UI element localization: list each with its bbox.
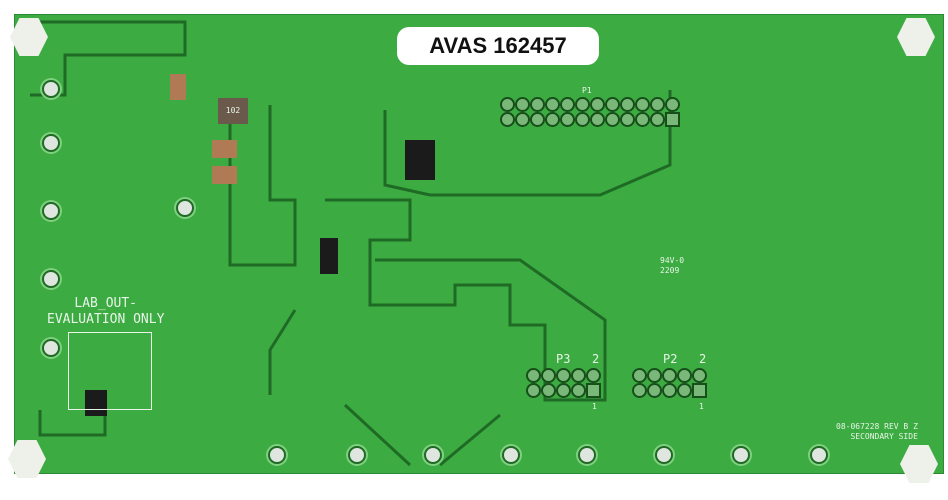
ul-mark: 94V-0 2209 [660,256,685,275]
capacitor [212,166,237,184]
header-pin [632,383,647,398]
mounting-hole [42,80,60,98]
header-pin [650,97,665,112]
mounting-hole [42,339,60,357]
inductor-label: 102 [225,106,241,115]
pcb-board [14,14,944,474]
header-pin [650,112,665,127]
p3-pin1-label: 1 [592,402,597,411]
p3-pin2-label: 2 [592,352,600,366]
header-pin [545,112,560,127]
header-pin [560,112,575,127]
header-pin [530,97,545,112]
header-pin [590,112,605,127]
standoff [8,440,46,478]
header-pin [632,368,647,383]
header-pin [635,112,650,127]
mounting-hole [42,270,60,288]
header-pin [662,383,677,398]
inductor: 102 [218,98,248,124]
board-id-text: 08-067228 REV B Z SECONDARY SIDE [836,422,918,441]
header-pin [571,368,586,383]
header-pin [590,97,605,112]
header-pin [575,112,590,127]
capacitor [170,74,186,100]
header-pin [515,112,530,127]
header-pin [571,383,586,398]
header-pin [620,112,635,127]
header-pin [556,383,571,398]
board-serial-label: AVAS 162457 [397,27,599,65]
p3-label: P3 [556,352,571,366]
mounting-hole [424,446,442,464]
header-pin [605,112,620,127]
mounting-hole [655,446,673,464]
header-pin [665,97,680,112]
mounting-hole [268,446,286,464]
ic-chip [405,140,435,180]
header-pin [500,112,515,127]
eval-circuit-outline [68,332,152,410]
header-pin [500,97,515,112]
header-pin [677,368,692,383]
p2-label: P2 [663,352,678,366]
mounting-hole [42,134,60,152]
header-pin [560,97,575,112]
p1-label: P1 [582,86,592,95]
header-pin [665,112,680,127]
header-pin [541,368,556,383]
header-pin [586,383,601,398]
mounting-hole [578,446,596,464]
header-pin [620,97,635,112]
header-pin [575,97,590,112]
mounting-hole [42,202,60,220]
header-pin [647,368,662,383]
header-pin [662,368,677,383]
header-pin [526,383,541,398]
header-pin [526,368,541,383]
header-pin [530,112,545,127]
header-pin [692,383,707,398]
mounting-hole [176,199,194,217]
p2-pin1-label: 1 [699,402,704,411]
capacitor [212,140,237,158]
header-pin [515,97,530,112]
header-pin [605,97,620,112]
header-pin [541,383,556,398]
p2-pin2-label: 2 [699,352,707,366]
header-pin [647,383,662,398]
ic-chip [320,238,338,274]
header-pin [635,97,650,112]
header-pin [692,368,707,383]
mounting-hole [732,446,750,464]
mounting-hole [810,446,828,464]
mounting-hole [502,446,520,464]
lab-out-note: LAB_OUT- EVALUATION ONLY [47,296,165,327]
header-pin [677,383,692,398]
mounting-hole [348,446,366,464]
header-pin [586,368,601,383]
header-pin [556,368,571,383]
header-pin [545,97,560,112]
